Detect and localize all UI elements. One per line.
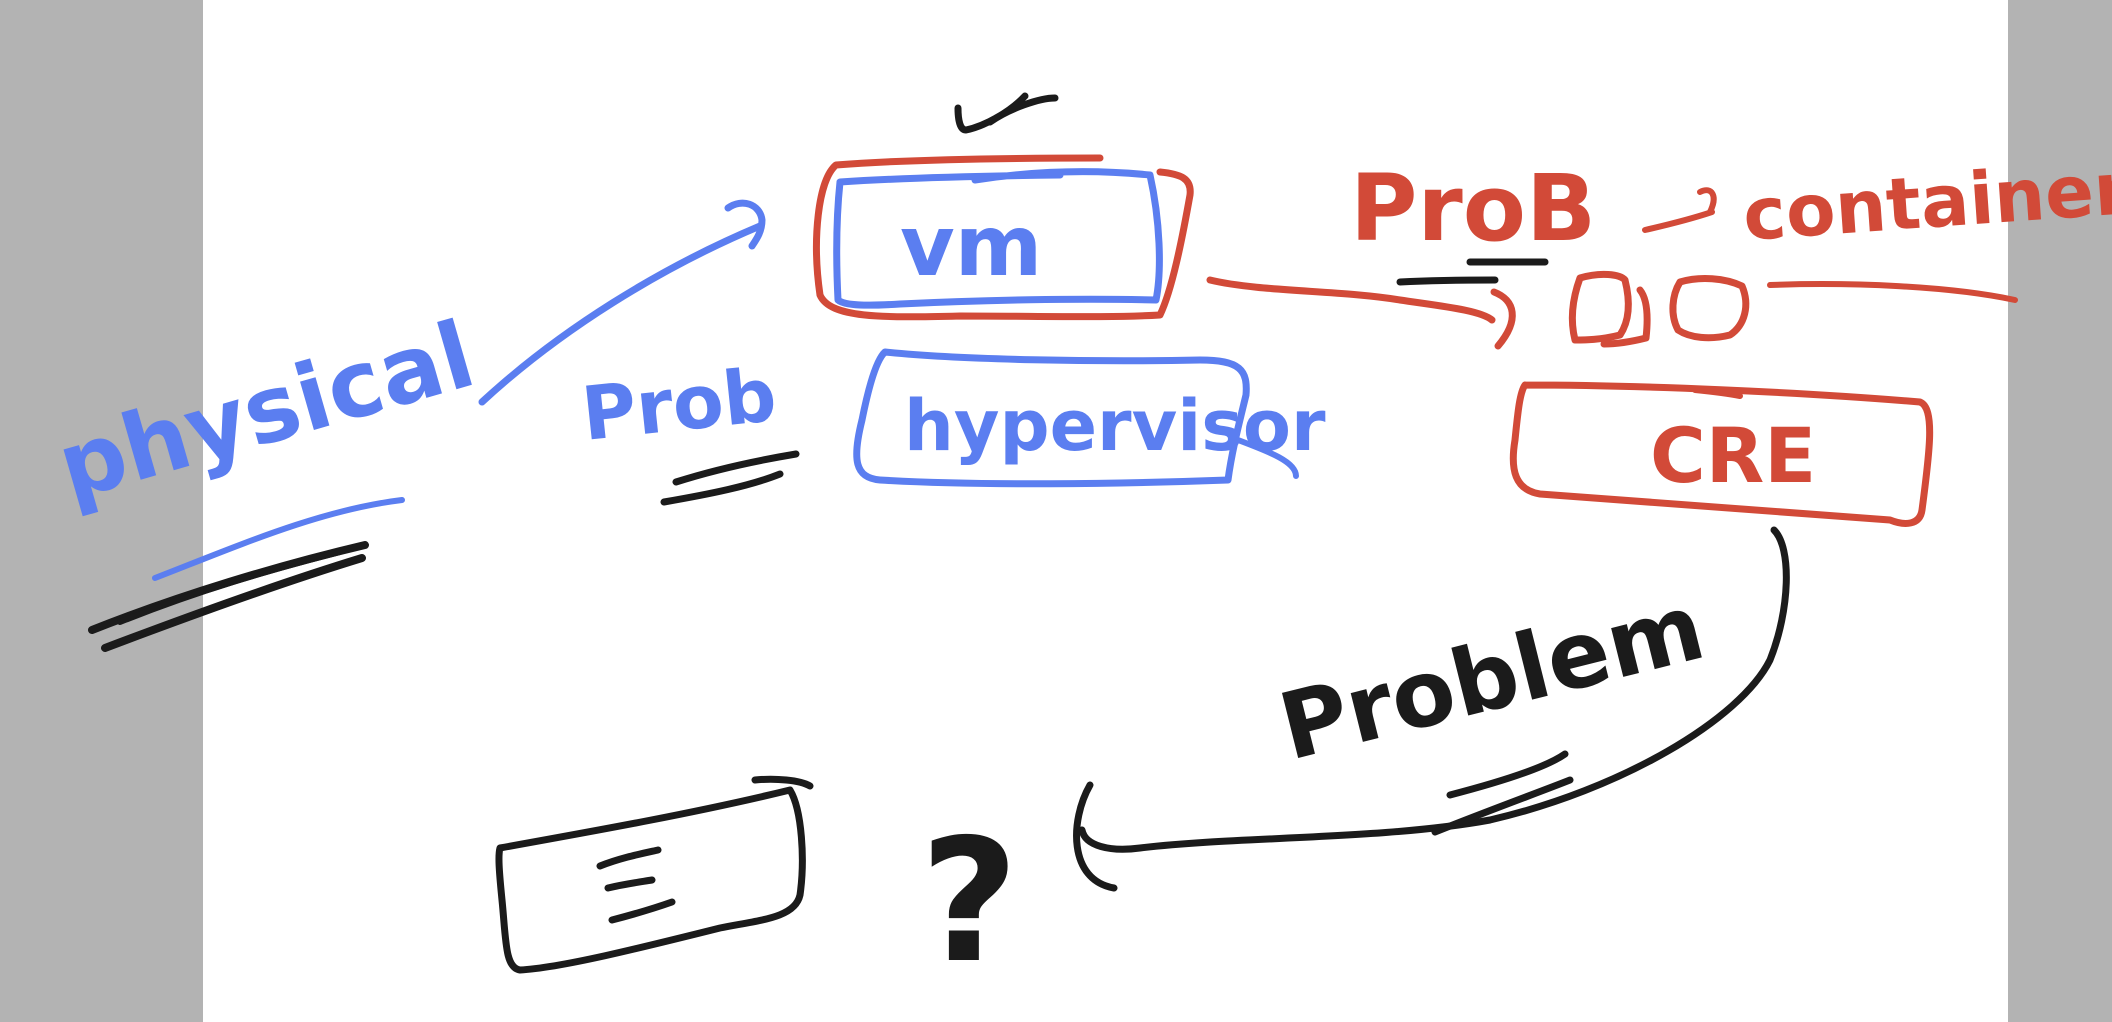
bottom-box-lines-2 <box>604 876 656 892</box>
arrow-physical-to-vm <box>478 222 764 406</box>
cre-box-top-seam <box>1692 387 1743 399</box>
physical-scribble-2 <box>101 554 366 652</box>
question-mark: ? <box>920 803 1019 1001</box>
arrow-physical-to-vm-head <box>724 199 766 250</box>
hypervisor-text: hypervisor <box>904 385 1326 467</box>
arrow-vm-to-containers-head <box>1490 288 1516 350</box>
bottom-box-lines-1 <box>596 846 662 870</box>
container-box-2 <box>1600 286 1651 348</box>
vm-box-red <box>813 154 1194 321</box>
hypervisor-box <box>853 348 1250 488</box>
hypervisor-tail <box>1235 437 1299 479</box>
vm-box-blue <box>833 168 1163 309</box>
cre-text: CRE <box>1650 411 1816 500</box>
prob-red-equals-bottom <box>1396 276 1499 286</box>
container-text: container <box>1740 146 2112 257</box>
bottom-box-lines-3 <box>608 898 676 924</box>
arrow-vm-to-containers <box>1206 276 1496 324</box>
physical-scribble-3 <box>117 549 343 625</box>
bottom-box <box>495 775 814 974</box>
prob-red-text: ProB <box>1350 155 1596 262</box>
prob-blue-equals-bottom <box>660 470 784 506</box>
container-box-3 <box>1669 275 1750 342</box>
problem-equals-top <box>1446 750 1569 799</box>
problem-equals-bottom <box>1431 776 1574 836</box>
container-underline <box>1767 281 2018 303</box>
prob-blue-equals-top <box>672 450 800 486</box>
vm-checkmark <box>954 92 1059 134</box>
arrow-cre-to-question-head <box>1073 781 1118 892</box>
vm-text: vm <box>900 197 1042 295</box>
container-arrow <box>1642 187 1717 233</box>
physical-text: physical <box>47 301 486 521</box>
container-box-1 <box>1568 270 1632 344</box>
cre-box <box>1509 381 1934 527</box>
problem-text: Problem <box>1269 573 1714 781</box>
prob-blue-text: Prob <box>578 352 780 458</box>
physical-label: physical <box>47 301 486 521</box>
arrow-cre-to-question <box>1078 526 1790 853</box>
physical-underline-blue <box>152 497 405 581</box>
